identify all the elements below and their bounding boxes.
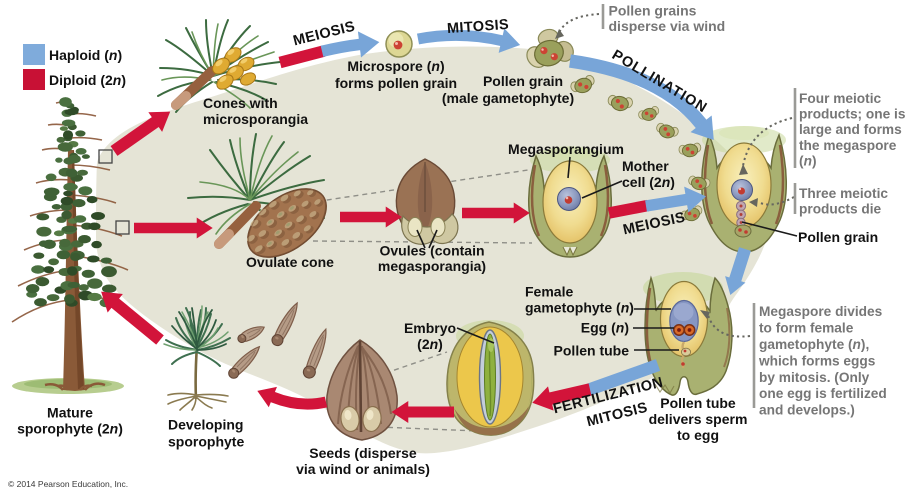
svg-text:Ovulate cone: Ovulate cone bbox=[246, 254, 334, 270]
svg-text:Seeds (disperse: Seeds (disperse bbox=[309, 445, 417, 461]
svg-text:to egg: to egg bbox=[677, 427, 719, 443]
svg-text:which forms eggs: which forms eggs bbox=[758, 353, 876, 368]
svg-text:Mother: Mother bbox=[622, 158, 669, 174]
svg-text:Female: Female bbox=[525, 284, 573, 300]
svg-text:Ovules (contain: Ovules (contain bbox=[379, 243, 484, 259]
svg-text:sporophyte: sporophyte bbox=[168, 434, 244, 450]
svg-text:Embryo: Embryo bbox=[404, 320, 456, 336]
svg-text:to form female: to form female bbox=[759, 321, 854, 336]
svg-text:(2n): (2n) bbox=[417, 336, 443, 352]
svg-text:sporophyte (2n): sporophyte (2n) bbox=[17, 421, 123, 437]
svg-text:Pollen tube: Pollen tube bbox=[660, 395, 736, 411]
svg-text:(male gametophyte): (male gametophyte) bbox=[442, 90, 574, 106]
svg-text:Megaspore divides: Megaspore divides bbox=[759, 304, 883, 319]
svg-text:Mature: Mature bbox=[47, 405, 93, 421]
svg-text:Pollen grain: Pollen grain bbox=[483, 73, 563, 89]
svg-text:cell (2n): cell (2n) bbox=[622, 174, 675, 190]
svg-text:the megaspore: the megaspore bbox=[799, 138, 897, 153]
svg-text:forms pollen grain: forms pollen grain bbox=[335, 75, 457, 91]
svg-text:Haploid (n): Haploid (n) bbox=[49, 47, 122, 63]
svg-text:by mitosis. (Only: by mitosis. (Only bbox=[759, 370, 870, 385]
svg-text:© 2014 Pearson Education, Inc.: © 2014 Pearson Education, Inc. bbox=[8, 479, 128, 489]
svg-text:MITOSIS: MITOSIS bbox=[447, 17, 510, 37]
svg-text:products; one is: products; one is bbox=[799, 107, 906, 122]
svg-text:Cones with: Cones with bbox=[203, 95, 278, 111]
svg-text:and develops.): and develops.) bbox=[759, 403, 855, 418]
svg-text:Megasporangium: Megasporangium bbox=[508, 141, 624, 157]
svg-text:via wind or animals): via wind or animals) bbox=[296, 461, 430, 477]
svg-text:Microspore (n): Microspore (n) bbox=[347, 58, 444, 74]
svg-text:Three meiotic: Three meiotic bbox=[799, 186, 888, 201]
svg-text:disperse via wind: disperse via wind bbox=[609, 18, 726, 34]
svg-text:one egg is fertilized: one egg is fertilized bbox=[759, 386, 887, 401]
svg-text:Egg (n): Egg (n) bbox=[581, 320, 629, 336]
svg-text:(n): (n) bbox=[799, 153, 817, 168]
svg-text:products die: products die bbox=[799, 202, 882, 217]
svg-text:microsporangia: microsporangia bbox=[203, 111, 308, 127]
svg-text:Pollen grains: Pollen grains bbox=[609, 3, 697, 19]
svg-text:gametophyte (n),: gametophyte (n), bbox=[759, 337, 869, 352]
svg-text:megasporangia): megasporangia) bbox=[378, 258, 486, 274]
svg-text:delivers sperm: delivers sperm bbox=[649, 411, 748, 427]
svg-text:Pollen tube: Pollen tube bbox=[554, 343, 630, 359]
svg-text:Developing: Developing bbox=[168, 417, 243, 433]
svg-text:Diploid (2n): Diploid (2n) bbox=[49, 72, 126, 88]
svg-text:gametophyte (n): gametophyte (n) bbox=[525, 300, 634, 316]
svg-text:Pollen grain: Pollen grain bbox=[798, 229, 878, 245]
svg-text:large and forms: large and forms bbox=[799, 122, 902, 137]
svg-text:Four meiotic: Four meiotic bbox=[799, 91, 882, 106]
